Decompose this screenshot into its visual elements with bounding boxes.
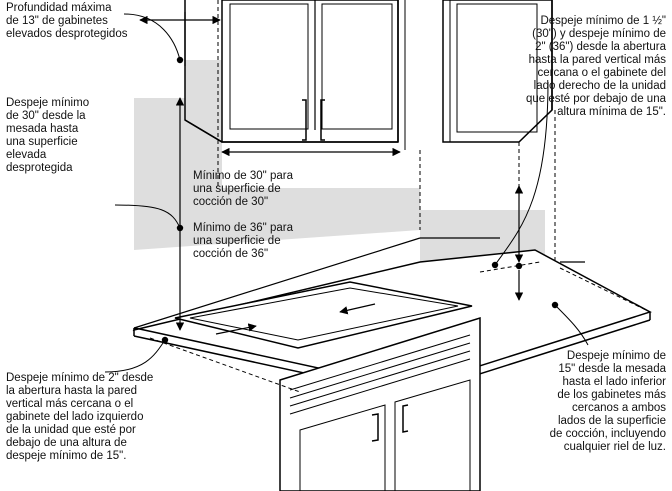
cabinet-depth-note: Profundidad máxima de 13" de gabinetes e… xyxy=(6,2,128,40)
left-clearance-note: Despeje mínimo de 2" desde la abertura h… xyxy=(6,372,154,462)
callout-dots xyxy=(161,56,559,344)
base-cabinet xyxy=(279,316,481,491)
fifteen-inch-clearance-note: Despeje mínimo de 15" desde la mesada ha… xyxy=(549,350,666,453)
backsplash-wall xyxy=(134,60,545,262)
vertical-clearance-note: Despeje mínimo de 30" desde la mesada ha… xyxy=(6,97,90,174)
clearance-guide-lines xyxy=(149,261,651,393)
right-clearance-note: Despeje mínimo de 1 ½" (30") y despeje m… xyxy=(525,15,666,118)
upper-cabinets xyxy=(184,0,406,188)
min-30-surface-note: Mínimo de 30" para una superficie de coc… xyxy=(193,170,293,208)
min-36-surface-note: Mínimo de 36" para una superficie de coc… xyxy=(193,222,293,260)
leader-lines xyxy=(104,13,589,373)
dimension-arrows xyxy=(139,12,585,335)
